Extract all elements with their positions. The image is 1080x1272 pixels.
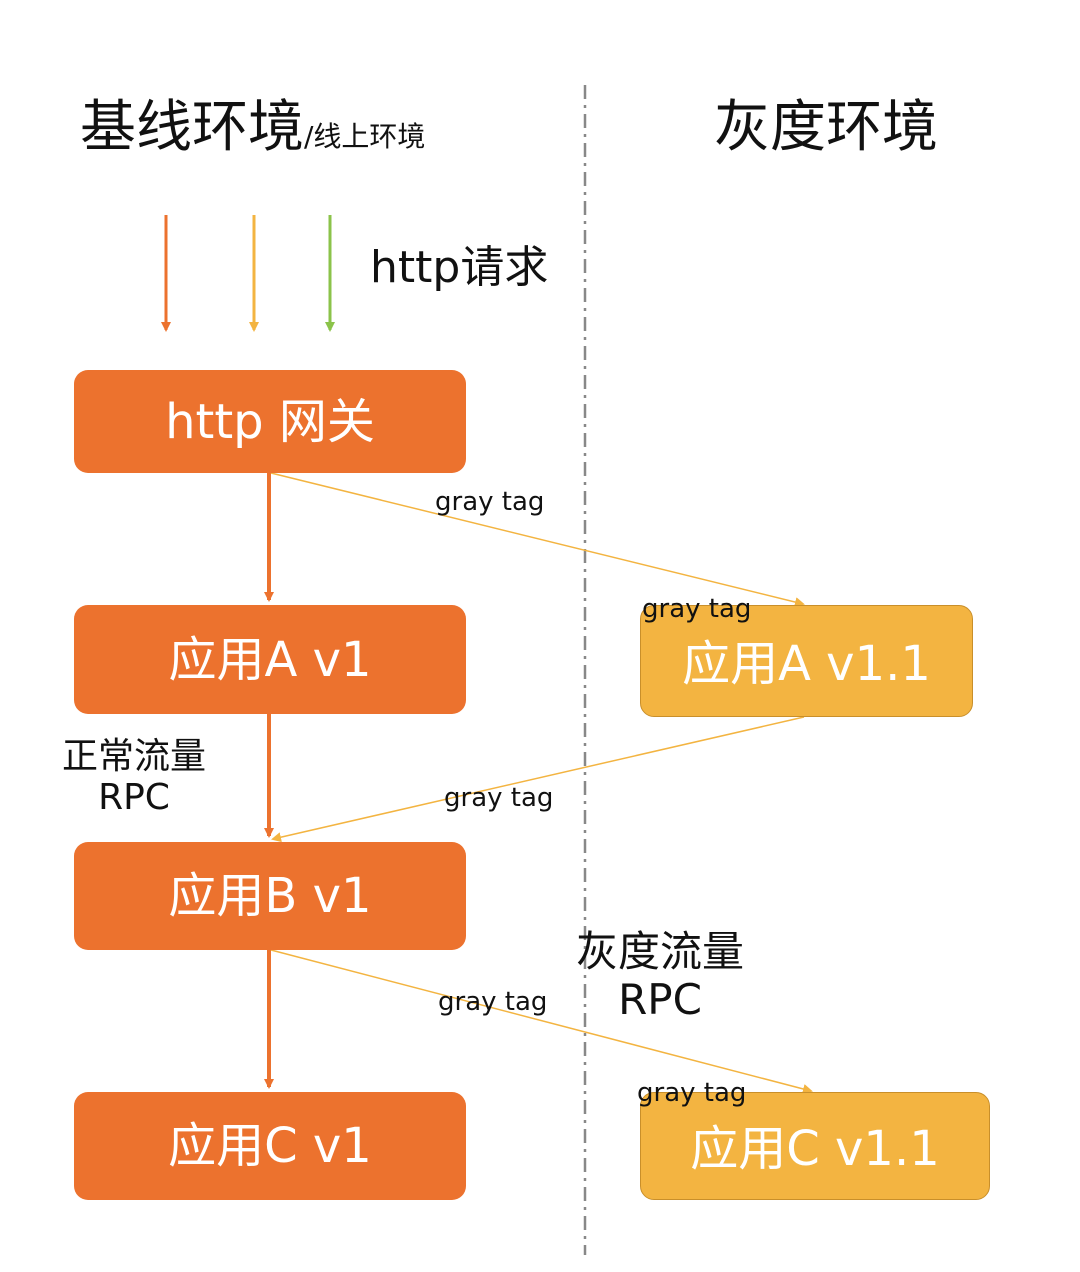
gray-title: 灰度环境	[714, 95, 938, 160]
node-app-c-v11-label: 应用C v1.1	[690, 1121, 940, 1177]
baseline-title: 基线环境/线上环境	[80, 100, 425, 156]
node-app-a-v1: 应用A v1	[74, 605, 466, 714]
node-app-a-v11: 应用A v1.1	[640, 605, 973, 717]
gray-tag-label-c11: gray tag	[637, 1078, 747, 1108]
gray-flow-a11-to-b	[271, 716, 805, 843]
baseline-title-sub: /线上环境	[304, 120, 426, 153]
node-gateway: http 网关	[74, 370, 466, 473]
node-app-a-v11-label: 应用A v1.1	[682, 636, 931, 692]
normal-rpc-text: RPC	[98, 777, 170, 819]
gray-rpc-text: RPC	[618, 975, 702, 1025]
node-app-a-v1-label: 应用A v1	[168, 631, 372, 688]
normal-traffic-text: 正常流量	[61, 736, 206, 777]
normal-traffic-label: 正常流量 RPC	[54, 736, 214, 819]
http-request-label: http请求	[370, 242, 549, 293]
node-app-b-v1: 应用B v1	[74, 842, 466, 950]
node-app-c-v1-label: 应用C v1	[168, 1118, 372, 1174]
gray-tag-label-b: gray tag	[438, 987, 548, 1017]
gray-traffic-label: 灰度流量 RPC	[568, 927, 752, 1025]
gray-tag-label-to-b: gray tag	[444, 783, 554, 813]
gray-flow-b-to-c11	[270, 949, 813, 1094]
node-app-c-v11: 应用C v1.1	[640, 1092, 990, 1200]
gray-tag-label-a11: gray tag	[642, 594, 752, 624]
gray-flow-gateway-to-a11	[270, 472, 805, 607]
gray-tag-label-gateway: gray tag	[435, 487, 545, 517]
node-app-c-v1: 应用C v1	[74, 1092, 466, 1200]
node-app-b-v1-label: 应用B v1	[168, 868, 372, 924]
gray-traffic-text: 灰度流量	[575, 927, 744, 976]
node-gateway-label: http 网关	[165, 393, 375, 450]
baseline-title-main: 基线环境	[80, 95, 304, 160]
